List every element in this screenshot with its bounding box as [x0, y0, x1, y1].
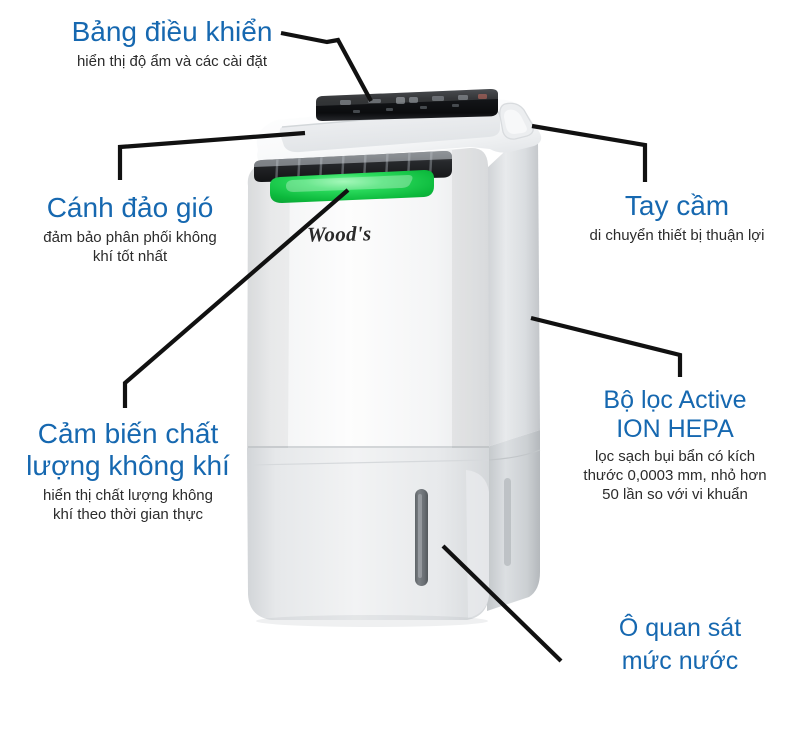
callout-louver: Cánh đảo gió đảm bảo phân phối không khí…	[4, 192, 256, 266]
product-water-tank	[247, 448, 489, 620]
callout-louver-subtitle: đảm bảo phân phối không khí tốt nhất	[43, 228, 217, 266]
callout-water-window: Ô quan sát mức nước	[566, 612, 794, 677]
tank-seam-line-2	[251, 459, 490, 466]
tank-side-grip	[504, 478, 511, 566]
product-ground-shadow	[256, 615, 488, 627]
callout-air-sensor-subtitle: hiển thị chất lượng không khí theo thời …	[43, 486, 213, 523]
callout-water-window-title: Ô quan sát mức nước	[618, 614, 742, 675]
air-quality-indicator-glow	[286, 175, 413, 192]
callout-air-sensor: Cảm biến chất lượng không khí hiển thị c…	[2, 418, 254, 524]
body-shadow-right	[452, 147, 489, 448]
callout-air-sensor-title: Cảm biến chất lượng không khí	[26, 418, 230, 481]
tank-highlight	[466, 470, 489, 618]
callout-control-panel-subtitle: hiển thị độ ẩm và các cài đặt	[76, 52, 268, 70]
brand-wordmark: Wood's	[306, 221, 372, 247]
product-handle-grip	[504, 109, 527, 134]
tank-side-seam	[488, 449, 541, 461]
callout-hepa-filter-title: Bộ lọc Active ION HEPA	[603, 386, 747, 443]
product-side-panel	[487, 135, 540, 448]
callout-handle: Tay cầm di chuyển thiết bị thuận lợi	[556, 190, 798, 245]
callout-louver-title: Cánh đảo gió	[46, 192, 214, 223]
callout-handle-subtitle: di chuyển thiết bị thuận lợi	[589, 226, 765, 244]
callout-hepa-filter-subtitle: lọc sạch bụi bẩn có kích thước 0,0003 mm…	[583, 448, 767, 504]
callout-handle-title: Tay cầm	[624, 190, 730, 221]
water-level-window-gloss	[418, 494, 422, 578]
product-top-lid	[279, 108, 500, 153]
callout-hepa-filter: Bộ lọc Active ION HEPA lọc sạch bụi bẩn …	[552, 386, 798, 505]
callout-control-panel: Bảng điều khiển hiển thị độ ẩm và các cà…	[22, 16, 322, 71]
callout-control-panel-title: Bảng điều khiển	[71, 16, 273, 47]
